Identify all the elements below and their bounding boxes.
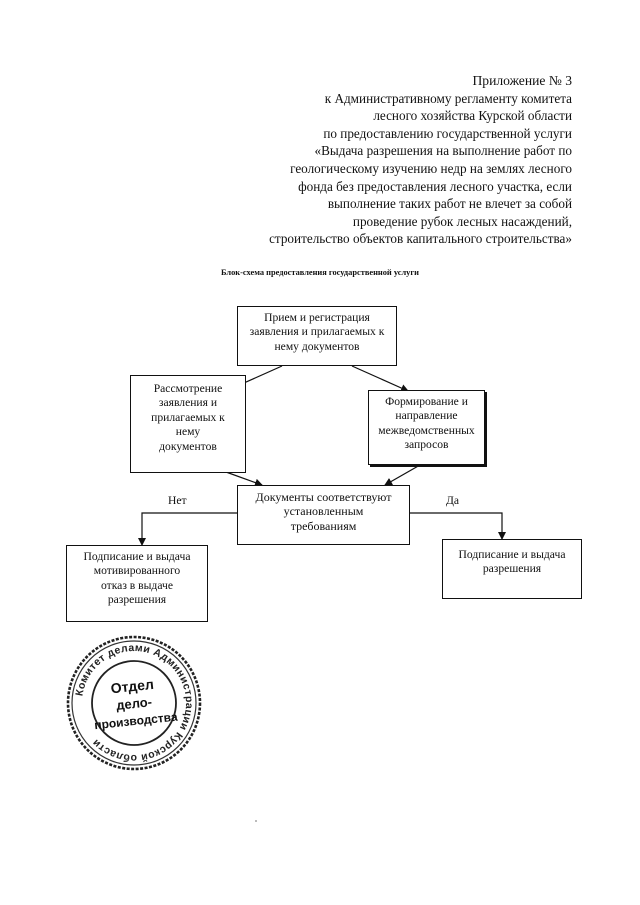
header-line: строительство объектов капитального стро… bbox=[269, 231, 572, 247]
step-refusal-issue: Подписание и выдача мотивированного отка… bbox=[66, 545, 208, 622]
header-line: «Выдача разрешения на выполнение работ п… bbox=[314, 143, 572, 159]
arrow-requests-to-decision bbox=[384, 464, 421, 486]
arrow-no-branch bbox=[138, 512, 237, 546]
step-permit-issue: Подписание и выдача разрешения bbox=[442, 539, 582, 599]
branch-yes-label: Да bbox=[446, 494, 460, 507]
step-interagency-requests: Формирование и направление межведомствен… bbox=[368, 390, 485, 465]
appendix-number: Приложение № 3 bbox=[472, 73, 572, 88]
decision-documents-compliant: Документы соответствуют установленным тр… bbox=[237, 485, 410, 545]
office-stamp: Комитет делами Администрации Курской обл… bbox=[66, 635, 202, 771]
stamp-center-line: Отдел bbox=[110, 676, 155, 696]
header-line: фонда без предоставления лесного участка… bbox=[298, 178, 572, 194]
stamp-center-line: производства bbox=[94, 710, 179, 733]
arrow-review-to-decision bbox=[225, 471, 263, 487]
header-line: лесного хозяйства Курской области bbox=[373, 108, 572, 124]
arrow-yes-branch bbox=[410, 512, 506, 540]
stamp-center-line: дело- bbox=[115, 694, 152, 713]
scan-speck bbox=[255, 820, 257, 822]
step-receive-register: Прием и регистрация заявления и прилагае… bbox=[237, 306, 397, 366]
header-line: проведение рубок лесных насаждений, bbox=[352, 213, 572, 229]
header-line: выполнение таких работ не влечет за собо… bbox=[327, 196, 572, 212]
header-line: геологическому изучению недр на землях л… bbox=[290, 160, 572, 176]
branch-no-label: Нет bbox=[168, 494, 187, 507]
flowchart-title: Блок-схема предоставления государственно… bbox=[220, 268, 420, 277]
header-line: к Административному регламенту комитета bbox=[324, 90, 572, 106]
arrow-start-to-requests bbox=[351, 365, 409, 392]
document-header: Приложение № 3 к Административному регла… bbox=[200, 72, 572, 248]
header-line: по предоставлению государственной услуги bbox=[323, 125, 572, 141]
step-review-application: Рассмотрение заявления и прилагаемых к н… bbox=[130, 375, 246, 473]
